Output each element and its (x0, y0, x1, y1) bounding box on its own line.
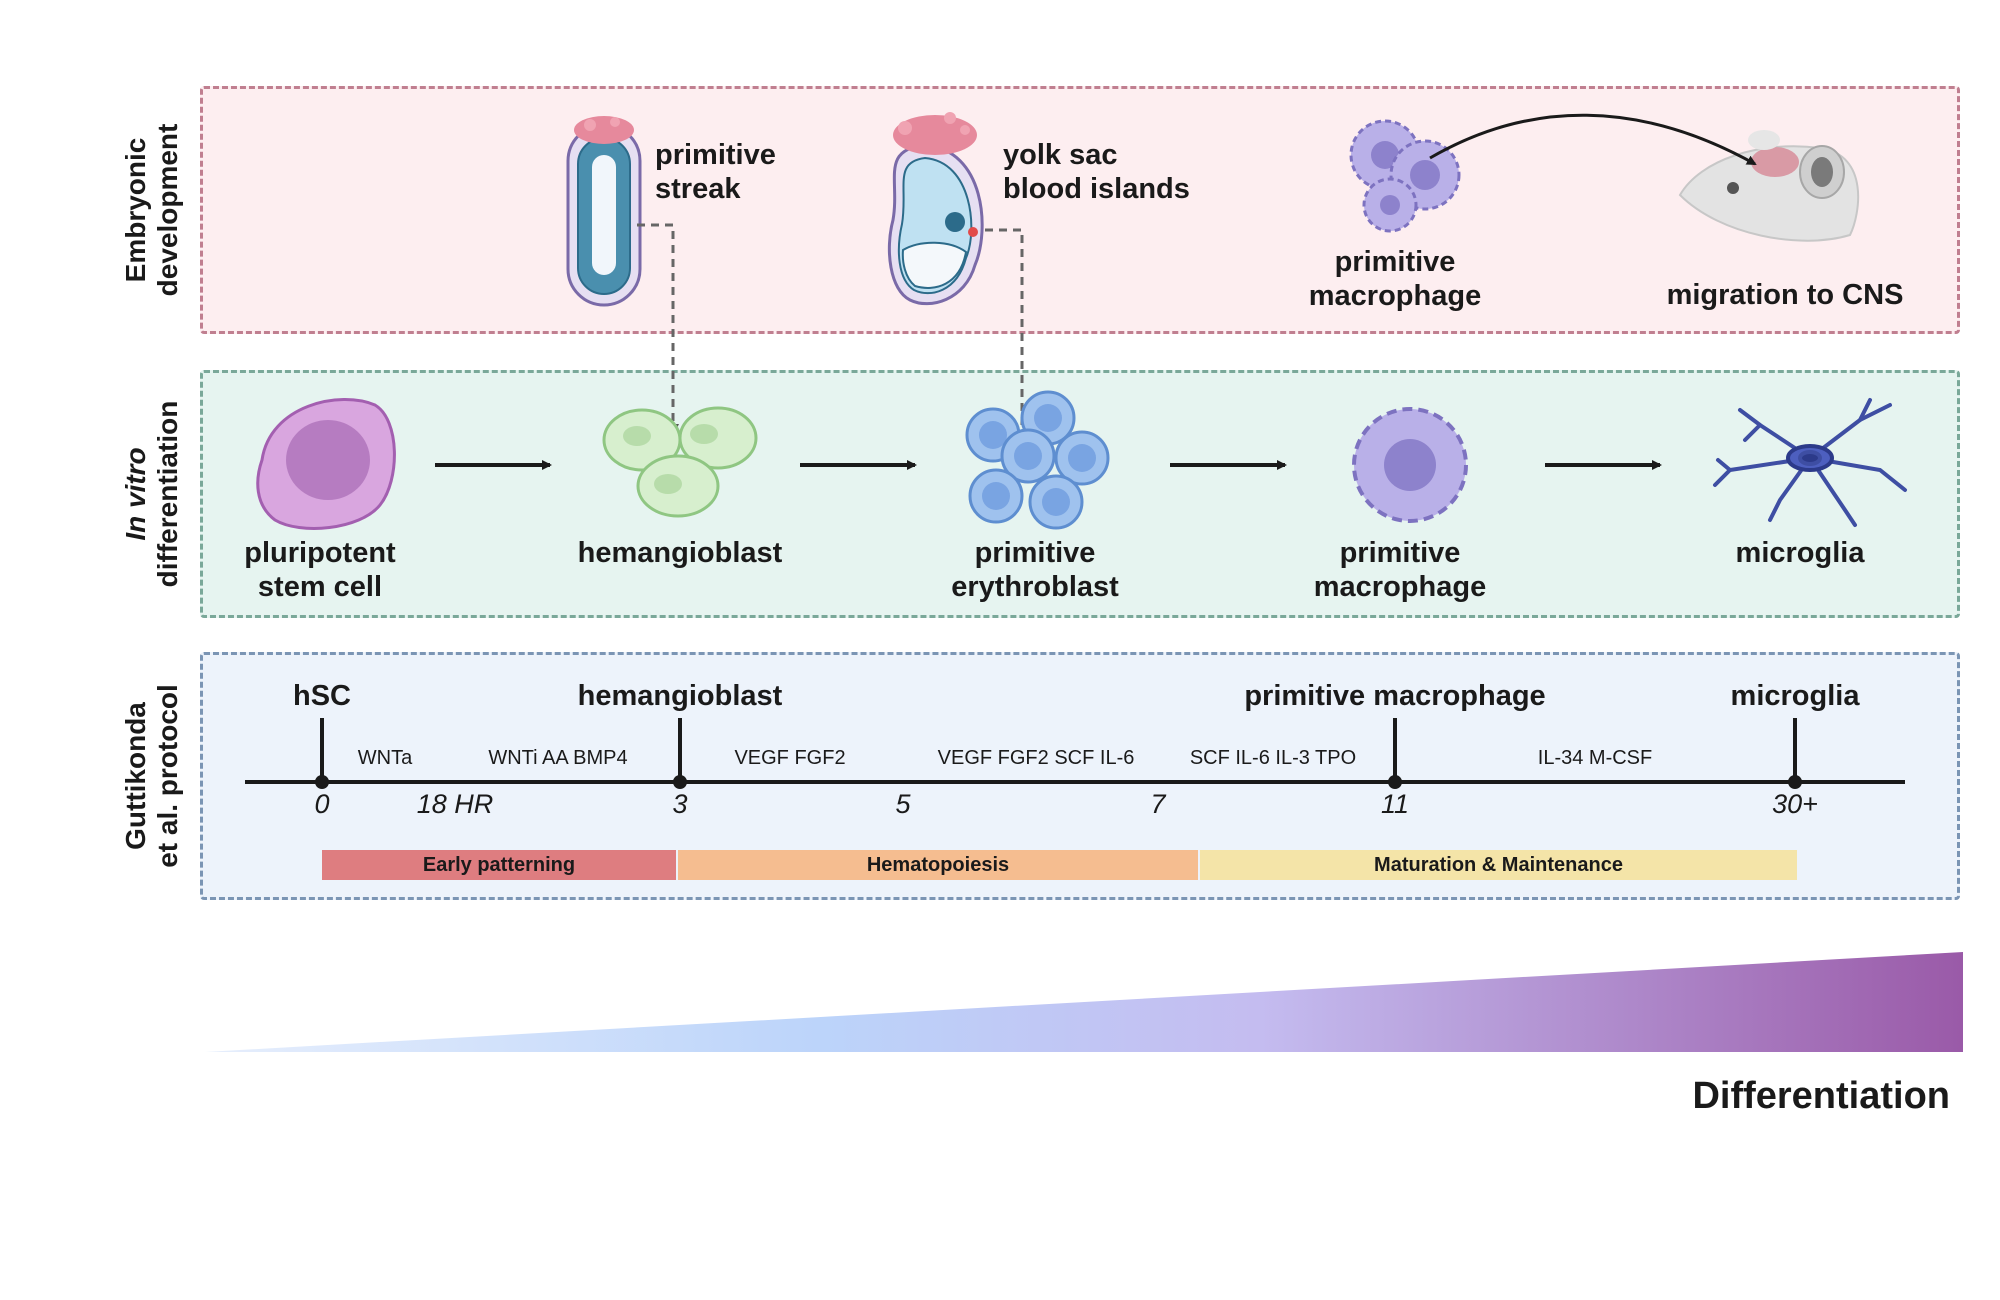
reagent-label: VEGF FGF2 (734, 747, 846, 769)
milestone-label: microglia (1730, 680, 1860, 712)
milestone-label: hemangioblast (577, 680, 783, 712)
migration-arrow (1429, 113, 1757, 166)
label-line: macrophage (1313, 571, 1487, 603)
day-label: 30+ (1772, 789, 1818, 819)
hemangioblast-icon (602, 406, 758, 518)
yolk-sac-label: yolk sac blood islands (1003, 138, 1190, 206)
day-label: 0 (314, 789, 330, 819)
label-line: primitive (1334, 246, 1456, 278)
label-line: erythroblast (951, 571, 1119, 603)
label-line: blood islands (1003, 173, 1190, 205)
phase-bar-early-patterning: Early patterning (322, 850, 676, 880)
embryonic-macrophage-label: primitive macrophage (1290, 245, 1500, 313)
reagent-label: WNTi AA BMP4 (488, 747, 628, 769)
timeline-milestone-ticks (320, 718, 1797, 782)
pluripotent-stem-cell-icon (256, 398, 396, 530)
label-line: primitive (974, 537, 1096, 569)
day-label: 3 (672, 789, 688, 819)
differentiation-gradient (205, 952, 1963, 1052)
reagent-label: IL-34 M-CSF (1537, 747, 1653, 769)
primitive-macrophage-icon (1352, 407, 1468, 523)
timeline-milestone-dots (315, 775, 1802, 789)
in-vitro-macrophage-label: primitive macrophage (1290, 536, 1510, 604)
phase-bar-hematopoiesis: Hematopoiesis (678, 850, 1198, 880)
day-label: 5 (895, 789, 911, 819)
reagent-label: VEGF FGF2 SCF IL-6 (937, 747, 1135, 769)
label-line: primitive (1339, 537, 1461, 569)
yolk-sac-icon (887, 112, 984, 306)
milestone-label: hSC (293, 680, 351, 712)
primitive-macrophage-cluster-icon (1349, 119, 1461, 233)
label-line: macrophage (1308, 280, 1482, 312)
label-line: yolk sac (1003, 139, 1118, 171)
primitive-streak-icon (566, 116, 642, 307)
milestone-label: primitive macrophage (1244, 680, 1546, 712)
migration-label: migration to CNS (1666, 279, 1904, 311)
erythroblast-label: primitive erythroblast (920, 536, 1150, 604)
differentiation-label: Differentiation (1692, 1075, 1950, 1117)
label-line: stem cell (257, 571, 383, 603)
mouse-icon (1678, 130, 1860, 242)
microglia-icon (1713, 398, 1907, 527)
primitive-erythroblast-icon (965, 390, 1110, 530)
day-label: 11 (1380, 789, 1410, 819)
label-line: pluripotent (244, 537, 396, 569)
reagent-label: WNTa (357, 747, 413, 769)
phase-bar-maturation: Maturation & Maintenance (1200, 850, 1797, 880)
label-line: primitive (655, 139, 776, 171)
reagent-label: SCF IL-6 IL-3 TPO (1189, 747, 1357, 769)
day-label: 7 (1150, 789, 1166, 819)
primitive-streak-label: primitive streak (655, 138, 776, 206)
microglia-label: microglia (1735, 537, 1865, 569)
day-label: 18 HR (416, 789, 494, 819)
label-line: streak (655, 173, 741, 205)
pluripotent-label: pluripotent stem cell (205, 536, 435, 604)
streak-to-hemangioblast-connector (637, 223, 679, 436)
hemangioblast-label: hemangioblast (577, 537, 783, 569)
